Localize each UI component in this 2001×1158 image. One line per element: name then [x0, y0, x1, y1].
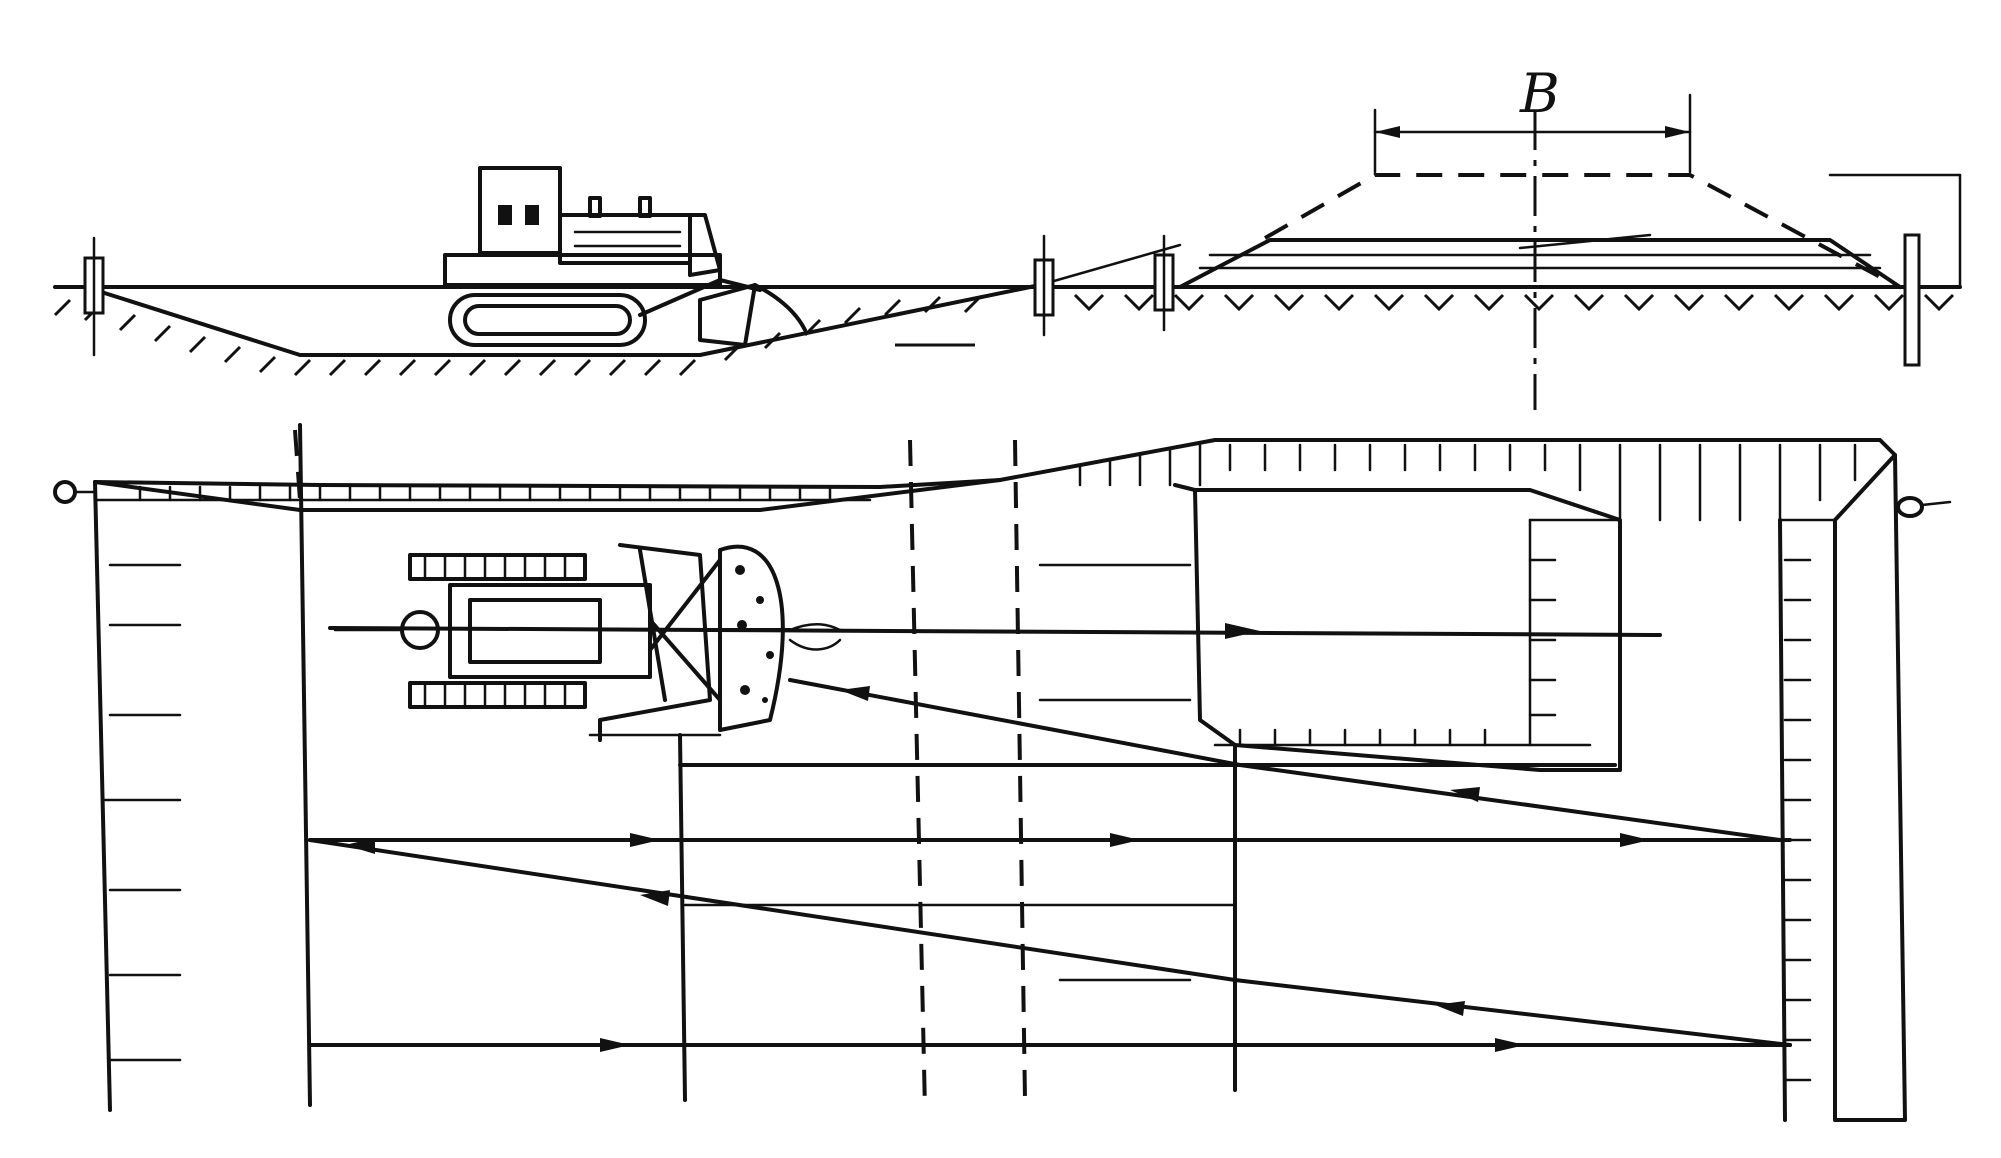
embankment-island — [1193, 488, 1622, 772]
cut-profile — [93, 283, 1042, 357]
embankment-strip-ticks — [1078, 443, 1857, 522]
stakes — [83, 233, 1921, 367]
dashed-boundary-2 — [908, 439, 927, 1111]
design-embankment — [1264, 173, 1896, 287]
dashed-boundary-1 — [293, 429, 302, 501]
island-ticks — [1238, 558, 1557, 747]
dashed-boundary-3 — [1013, 439, 1027, 1101]
axis-marker-right — [1896, 496, 1924, 518]
left-strip-inner — [298, 423, 312, 1107]
right-strip-ticks — [1783, 558, 1812, 1082]
left-strip-outer — [93, 480, 112, 1112]
left-strip-ticks — [103, 563, 182, 1062]
embankment-body — [1178, 238, 1902, 289]
cut-hatching — [53, 295, 982, 377]
axis-marker-left — [53, 480, 77, 504]
top-strip-ticks — [138, 485, 832, 502]
bulldozer-top-view — [333, 543, 842, 742]
direction-arrows — [345, 623, 1650, 1052]
movement-paths — [308, 563, 1792, 1047]
right-strip — [1833, 453, 1907, 1122]
plan-view — [53, 423, 1952, 1122]
ground-hatching — [1073, 293, 1955, 312]
width-label-b: B — [1519, 62, 1560, 125]
soil-pile — [718, 544, 785, 732]
bulldozer-side-view — [443, 166, 807, 347]
side-elevation: B — [53, 62, 1962, 410]
